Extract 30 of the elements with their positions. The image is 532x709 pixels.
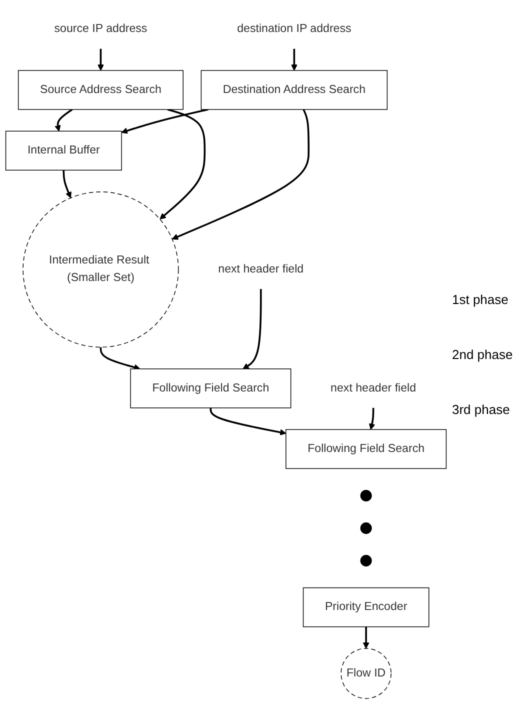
node-text: source IP address <box>54 23 148 36</box>
arrow <box>54 109 73 132</box>
node-text: next header field <box>218 263 304 276</box>
arrow <box>362 627 370 650</box>
node-circle <box>360 555 372 567</box>
phase-label: 3rd phase <box>452 402 511 417</box>
arrow <box>100 348 140 371</box>
arrow <box>291 49 298 72</box>
node-circle: Intermediate Result (Smaller Set) <box>22 192 179 348</box>
node-box: Following Field Search <box>286 430 447 470</box>
phase-label: 2nd phase <box>452 347 514 362</box>
arrow <box>98 49 104 72</box>
arrow <box>160 108 206 220</box>
node-box: Destination Address Search <box>200 70 388 110</box>
node-box: Source Address Search <box>18 70 184 110</box>
node-circle: Flow ID <box>340 648 392 700</box>
node-box: Internal Buffer <box>5 131 122 171</box>
phase-label: 1st phase <box>452 292 510 307</box>
arrow <box>368 408 376 430</box>
node-box: Following Field Search <box>130 368 292 409</box>
arrow <box>62 170 72 199</box>
arrow <box>210 408 286 436</box>
arrow <box>121 108 208 134</box>
arrow <box>242 289 262 370</box>
node-text: next header field <box>330 382 416 395</box>
node-circle <box>360 522 372 534</box>
arrow <box>172 109 310 240</box>
node-text: destination IP address <box>237 23 352 36</box>
node-box: Priority Encoder <box>302 588 430 628</box>
node-circle <box>360 490 372 502</box>
